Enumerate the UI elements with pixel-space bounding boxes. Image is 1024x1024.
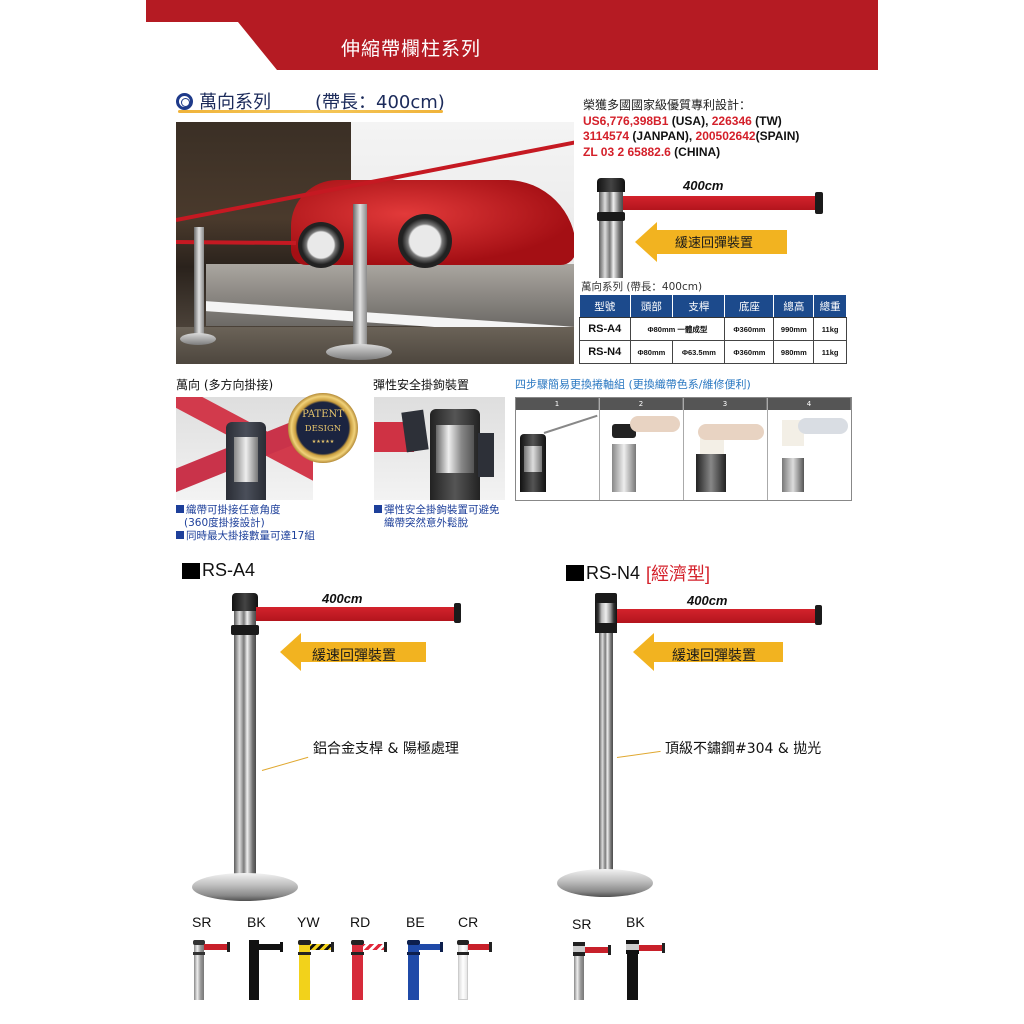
col-model: 型號 [579,294,631,318]
table-row: RS-A4 Φ80mm 一體成型 Φ360mm 990mm 11kg [579,317,847,341]
model-a4-heading: RS-A4 [182,560,255,581]
step-4: 4 [768,398,851,500]
patent-design-badge: PATENT DESIGN ★★★★★ [288,393,358,463]
callout-n4: 頂級不鏽鋼#304 & 拋光 [665,741,822,757]
patent-line-3: ZL 03 2 65882.6 (CHINA) [583,144,721,159]
left-arrow-icon [635,222,787,262]
step-2: 2 [600,398,684,500]
replacement-steps: 1 2 3 4 [515,397,852,501]
callout-a4: 鋁合金支桿 & 陽極處理 [313,741,459,757]
col-height: 總高 [773,294,815,318]
patent-label: 榮獲多國國家級優質專利設計： [583,98,752,112]
col-base: 底座 [724,294,775,318]
spec-caption: 萬向系列 (帶長：400cm) [581,281,703,293]
step-3: 3 [684,398,768,500]
left-arrow-icon [280,633,426,671]
heading-underline [178,110,443,113]
black-square-icon [182,562,200,579]
series-heading: 萬向系列 (帶長：400cm) [176,88,445,114]
showroom-photo [176,122,574,364]
safety-hook-photo [374,397,505,500]
series-name: 萬向系列 [199,92,271,113]
table-row: RS-N4 Φ80mm Φ63.5mm Φ360mm 980mm 11kg [579,340,847,364]
header-banner: 伸縮帶欄柱系列 [146,0,878,71]
patent-info: 榮獲多國國家級優質專利設計： US6,776,398B1 (USA), 2263… [583,98,799,160]
a4-color-options: SR BK YW RD BE CR [180,912,510,1007]
patent-line-2: 3114574 (JANPAN), 200502642(SPAIN) [583,129,800,143]
safety-hook-title: 彈性安全掛鉤裝置 [373,378,470,392]
left-arrow-icon [633,633,783,671]
page-title: 伸縮帶欄柱系列 [341,38,482,60]
rs-a4-diagram: 400cm 緩速回彈裝置 [180,585,480,910]
col-head: 頭部 [629,294,674,318]
banner-shape [146,0,878,70]
safety-hook-bullets: 彈性安全掛鉤裝置可避免 織帶突然意外鬆脫 [374,504,500,530]
length-label: 400cm [683,178,724,193]
table-header-row: 型號 頭部 支桿 底座 總高 總重 [579,294,847,318]
double-circle-icon [176,92,193,110]
universal-feature-title: 萬向 (多方向掛接) [176,378,274,392]
arrow-label: 緩速回彈裝置 [675,236,754,251]
step-1: 1 [516,398,600,500]
series-length: (帶長：400cm) [315,92,445,113]
black-square-icon [566,565,584,581]
col-pole: 支桿 [672,294,726,318]
patent-line-1: US6,776,398B1 (USA), 226346 (TW) [583,113,782,128]
model-n4-heading: RS-N4 [經濟型] [566,560,710,586]
rs-n4-diagram: 400cm 緩速回彈裝置 [555,585,855,910]
spec-table: 型號 頭部 支桿 底座 總高 總重 RS-A4 Φ80mm 一體成型 Φ360m… [579,294,847,364]
stanchion-diagram-top: 400cm 緩速回彈裝置 [575,170,855,278]
economy-tag: [經濟型] [646,564,711,584]
col-weight: 總重 [813,294,847,318]
steps-title: 四步驟簡易更換捲軸組 (更換織帶色系/維修便利) [515,378,751,391]
universal-bullets: 織帶可掛接任意角度 (360度掛接設計) 同時最大掛接數量可達17組 [176,504,315,543]
n4-color-options: SR BK [550,912,700,1007]
